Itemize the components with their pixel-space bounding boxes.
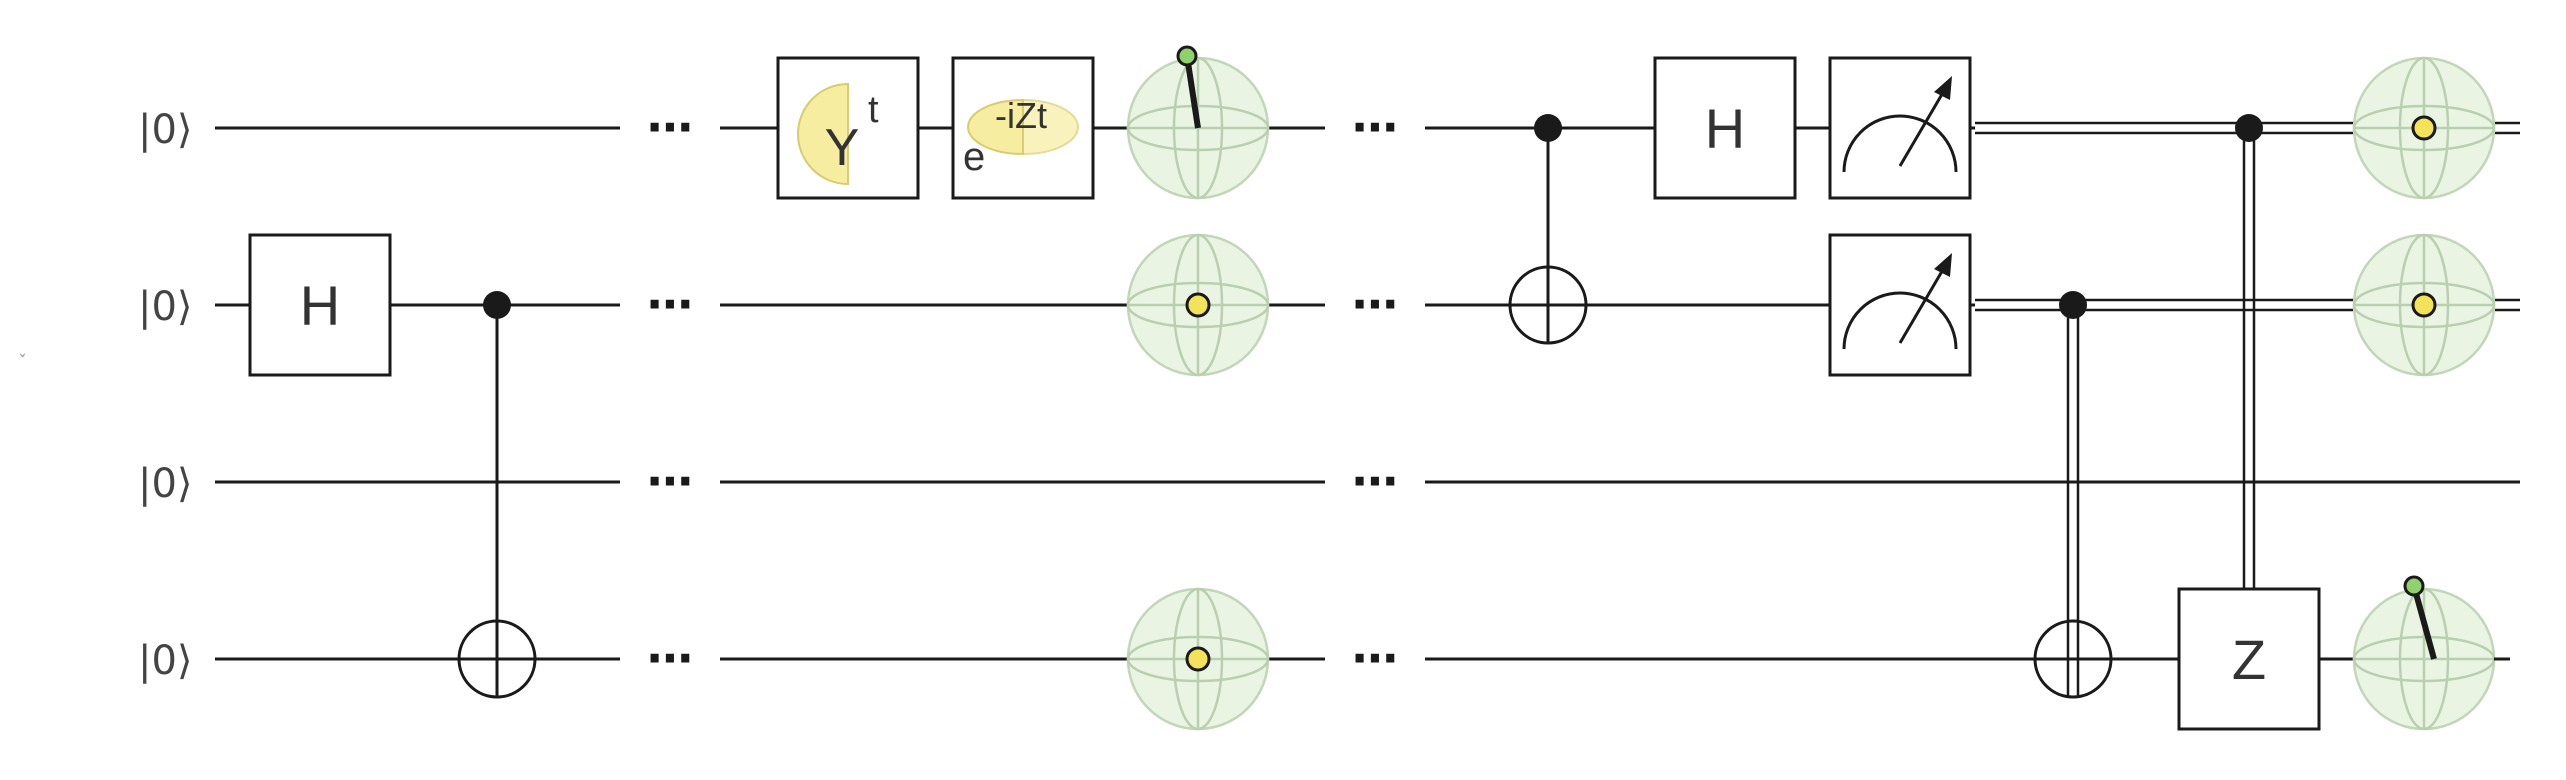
z-gate-box <box>2177 587 2321 731</box>
bloch-center-dot <box>2411 292 2437 318</box>
h-gate-wire-1-label: H <box>300 274 340 337</box>
h-gate-wire-1-box <box>248 233 392 377</box>
bloch-sphere-wire-0-mid <box>1126 45 1270 200</box>
bloch-sphere-wire-0-final <box>2352 56 2496 200</box>
y-power-t-base: Y <box>825 119 860 177</box>
bloch-center-dot <box>1185 646 1211 672</box>
measure-needle-head <box>1934 76 1952 100</box>
rotation-fill-icon <box>797 82 849 186</box>
exp-z-gate[interactable]: e -iZt <box>951 56 1095 200</box>
cnot-1-to-3[interactable] <box>457 291 537 699</box>
ellipsis-1b: ⋯ <box>1352 277 1398 331</box>
y-power-t-gate[interactable]: Y t <box>776 56 920 200</box>
bloch-center-dot <box>2411 115 2437 141</box>
quantum-wires <box>215 126 2520 661</box>
control-dot-icon <box>483 291 511 319</box>
qubit-label-1: |0⟩ <box>138 284 193 330</box>
bloch-sphere-wire-1-final <box>2352 233 2496 377</box>
ellipsis-1a: ⋯ <box>647 277 693 331</box>
measure-needle <box>1898 260 1950 344</box>
measure-needle-head <box>1934 253 1952 277</box>
rotation-fill-icon <box>1022 98 1079 156</box>
bloch-center-dot <box>1185 292 1211 318</box>
bloch-state-arrow <box>2411 585 2437 660</box>
qubit-label-3: |0⟩ <box>138 638 193 684</box>
measurement-wire-1[interactable] <box>1828 233 1972 377</box>
ellipsis-0b: ⋯ <box>1352 100 1398 154</box>
h-gate-wire-0[interactable]: H <box>1653 56 1797 200</box>
measure-icon <box>1842 291 1958 350</box>
exp-z-base: e <box>963 135 985 179</box>
qubit-label-2: |0⟩ <box>138 461 193 507</box>
ellipsis-3b: ⋯ <box>1352 631 1398 685</box>
stray-mark: ˇ <box>18 352 27 373</box>
control-dot-icon <box>2235 114 2263 142</box>
ellipsis-2b: ⋯ <box>1352 454 1398 508</box>
ellipsis-0a: ⋯ <box>647 100 693 154</box>
rotation-fill-icon <box>967 98 1024 156</box>
z-gate-label: Z <box>2232 628 2266 691</box>
measure-icon <box>1842 114 1958 173</box>
ellipsis-3a: ⋯ <box>647 631 693 685</box>
y-power-t-exponent: t <box>868 89 879 131</box>
control-dot-icon <box>2059 291 2087 319</box>
ellipsis-2a: ⋯ <box>647 454 693 508</box>
bloch-sphere-wire-3-final <box>2352 575 2496 731</box>
h-gate-wire-0-box <box>1653 56 1797 200</box>
ellipses: ⋯ ⋯ ⋯ ⋯ ⋯ ⋯ ⋯ ⋯ <box>647 100 1398 685</box>
h-gate-wire-0-label: H <box>1705 97 1745 160</box>
control-dot-icon <box>1534 114 1562 142</box>
bloch-state-arrow <box>1184 55 1201 129</box>
bloch-arrow-tip <box>1176 45 1198 67</box>
bloch-arrow-tip <box>2403 575 2425 597</box>
exp-z-exponent: -iZt <box>995 95 1047 136</box>
classical-z-0-to-3[interactable]: Z <box>2177 114 2321 731</box>
bloch-sphere-wire-1-mid <box>1126 233 1270 377</box>
measurement-wire-0[interactable] <box>1828 56 1972 200</box>
measure-needle <box>1898 83 1950 167</box>
qubit-label-0: |0⟩ <box>138 107 193 153</box>
bloch-sphere-wire-3-mid <box>1126 587 1270 731</box>
h-gate-wire-1[interactable]: H <box>248 233 392 377</box>
qubit-labels: |0⟩ |0⟩ |0⟩ |0⟩ <box>138 107 193 684</box>
cnot-0-to-1[interactable] <box>1508 114 1588 345</box>
classical-cnot-1-to-3[interactable] <box>2033 291 2113 699</box>
